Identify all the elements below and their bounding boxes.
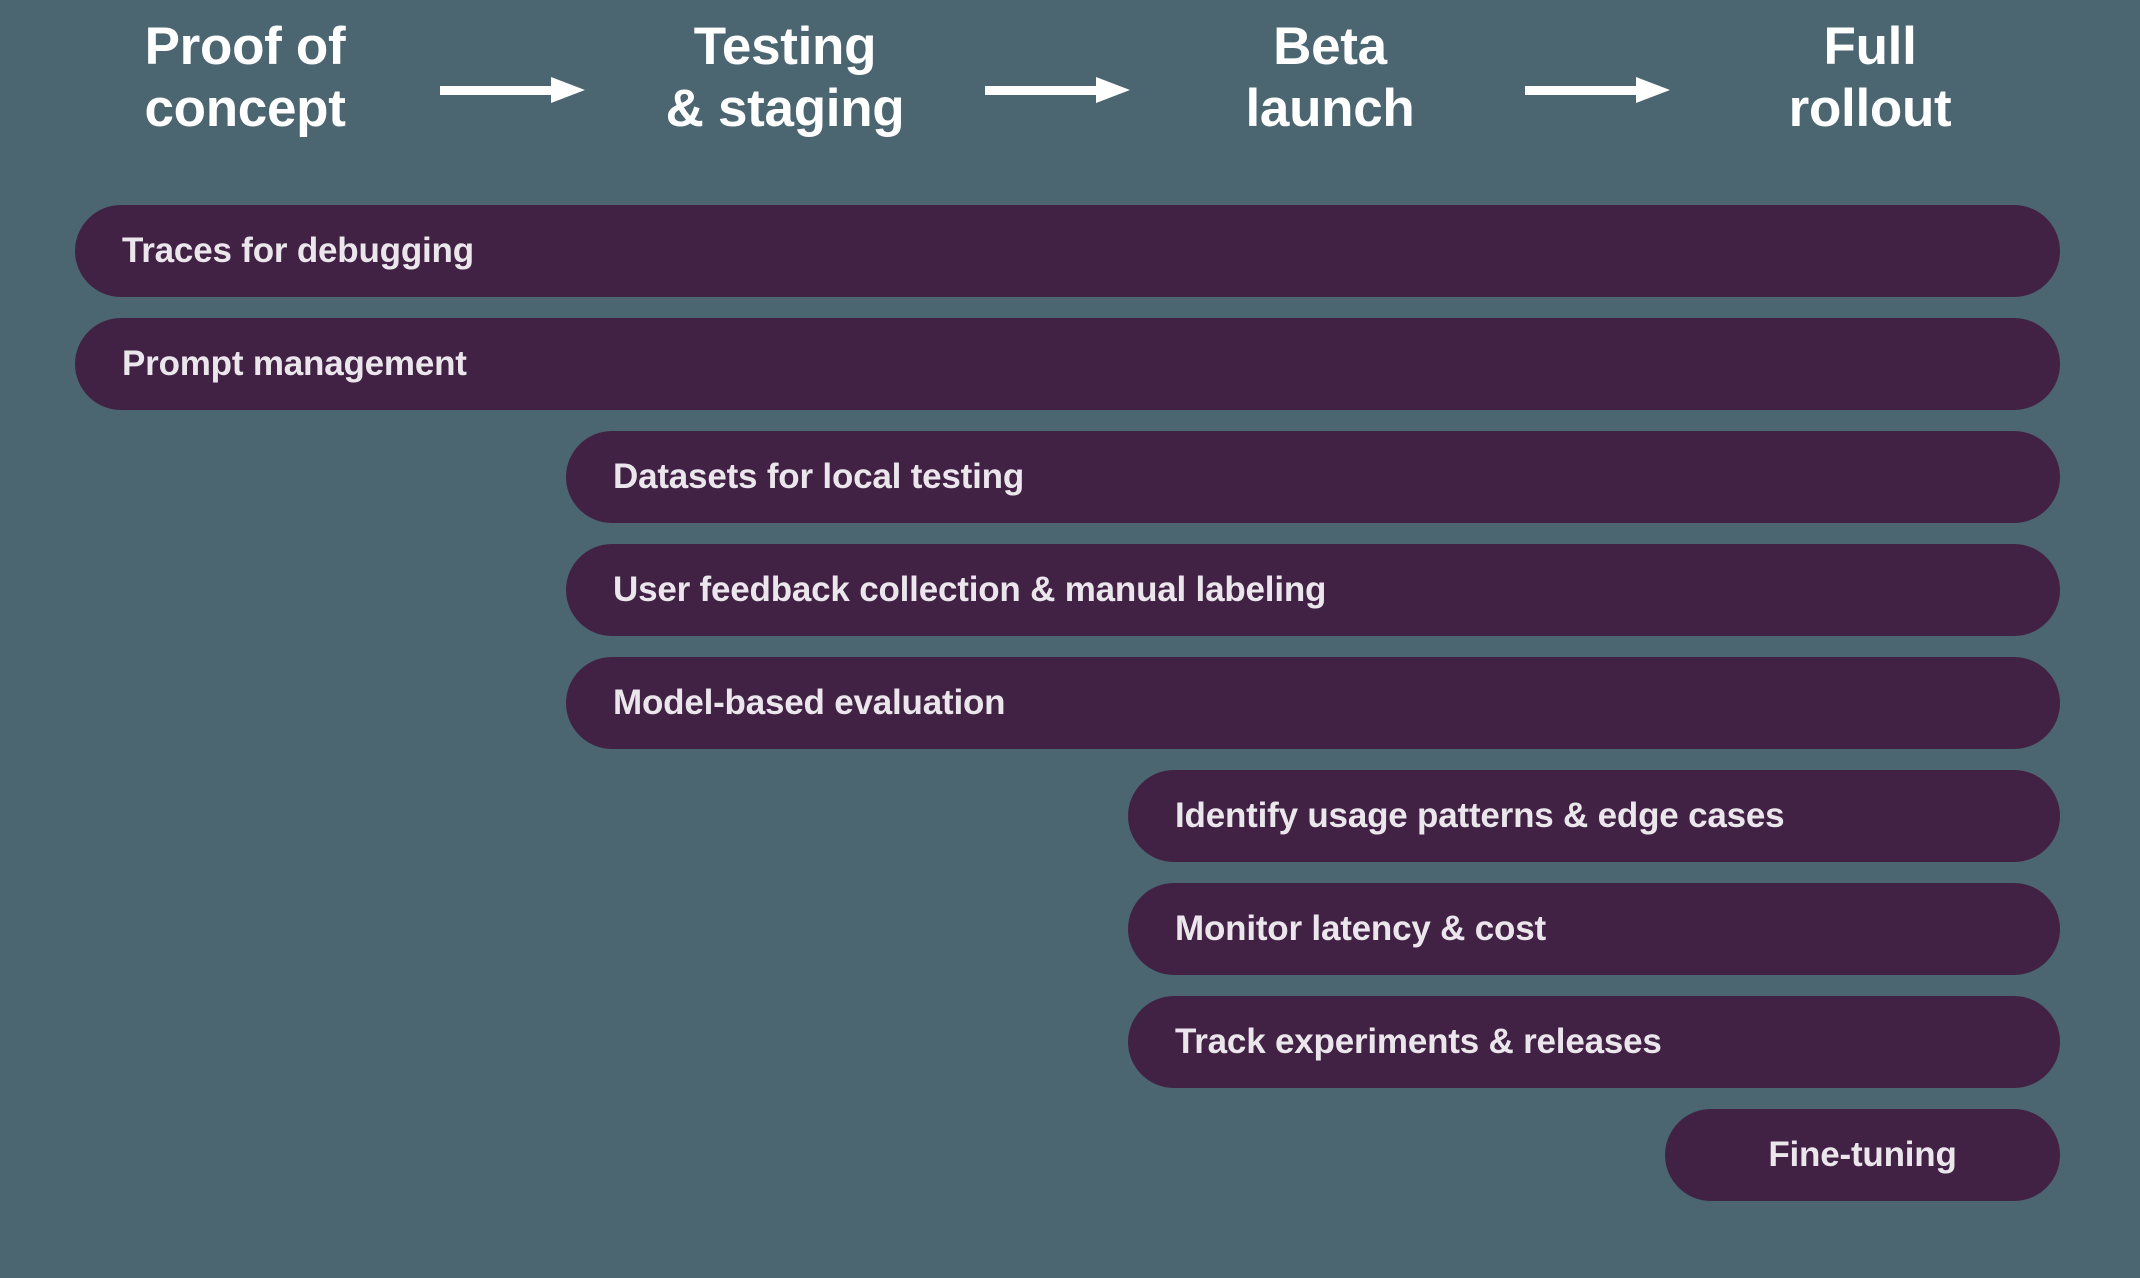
arrow-right-icon-1	[440, 77, 585, 103]
capability-bar-label: Datasets for local testing	[613, 457, 1025, 496]
arrow-shaft	[985, 86, 1103, 95]
arrow-shaft	[440, 86, 558, 95]
capability-bar-label: Prompt management	[122, 344, 467, 383]
arrow-right-icon-2	[985, 77, 1130, 103]
phase-header-row: Proof of concept Testing & staging Beta …	[0, 0, 2140, 190]
capability-bar-label: Monitor latency & cost	[1175, 909, 1546, 948]
capability-bar-label: Fine-tuning	[1768, 1135, 1957, 1174]
capability-bar-label: Track experiments & releases	[1175, 1022, 1662, 1061]
arrow-right-icon-3	[1525, 77, 1670, 103]
capability-bar[interactable]: Prompt management	[75, 318, 2060, 410]
capability-bar[interactable]: User feedback collection & manual labeli…	[566, 544, 2060, 636]
capability-bar-label: Identify usage patterns & edge cases	[1175, 796, 1785, 835]
phase-label-beta-launch: Beta launch	[1245, 17, 1415, 138]
capability-bar[interactable]: Model-based evaluation	[566, 657, 2060, 749]
capability-bar-label: Model-based evaluation	[613, 683, 1006, 722]
arrow-head	[1636, 77, 1670, 103]
arrow-shaft	[1525, 86, 1643, 95]
phase-label-full-rollout: Full rollout	[1788, 17, 1952, 138]
capability-bar-label: User feedback collection & manual labeli…	[613, 570, 1327, 609]
capability-bar[interactable]: Track experiments & releases	[1128, 996, 2060, 1088]
capability-bar[interactable]: Traces for debugging	[75, 205, 2060, 297]
capability-bar[interactable]: Fine-tuning	[1665, 1109, 2060, 1201]
capability-bar-label: Traces for debugging	[122, 231, 474, 270]
capability-bar[interactable]: Monitor latency & cost	[1128, 883, 2060, 975]
phase-label-proof-of-concept: Proof of concept	[144, 17, 346, 138]
capability-bar[interactable]: Identify usage patterns & edge cases	[1128, 770, 2060, 862]
arrow-head	[551, 77, 585, 103]
arrow-head	[1096, 77, 1130, 103]
phase-label-testing-and-staging: Testing & staging	[665, 17, 905, 138]
capability-bar[interactable]: Datasets for local testing	[566, 431, 2060, 523]
